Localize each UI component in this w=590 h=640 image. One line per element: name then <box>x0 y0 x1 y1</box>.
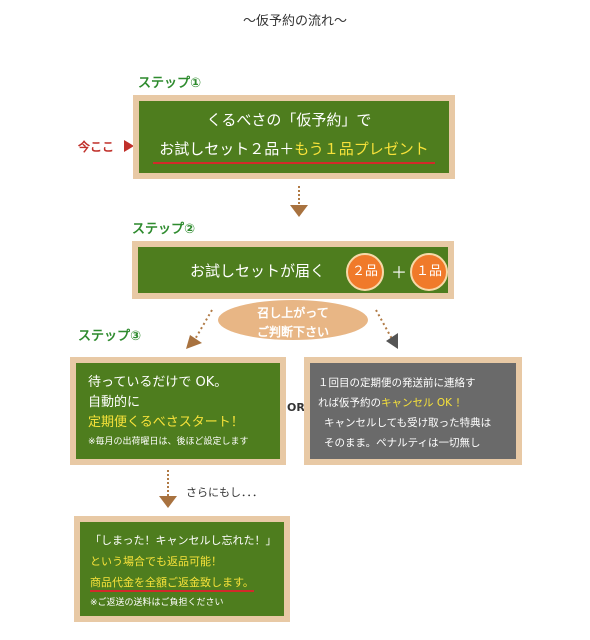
step2-board: お試しセットが届く ２品 ＋ １品 <box>138 247 448 293</box>
step3-left-note: ※毎月の出荷曜日は、後ほど設定します <box>88 437 249 447</box>
further-line3: 商品代金を全額ご返金致します。 <box>90 576 254 592</box>
plus-sign: ＋ <box>391 263 408 282</box>
diagram-title: 〜仮予約の流れ〜 <box>242 14 347 29</box>
step2-label: ステップ② <box>132 222 196 237</box>
right-branch-arrowhead-icon <box>386 333 398 349</box>
step2-text: お試しセットが届く <box>190 262 326 280</box>
step1-line2-yellow: もう１品プレゼント <box>294 140 429 158</box>
step1-line2-white: お試しセット２品＋ <box>159 140 295 158</box>
decision-bubble: 召し上がって ご判断下さい <box>218 300 368 340</box>
step3-right-line2-yellow: キャンセル OK ！ <box>381 397 466 409</box>
further-board: 「しまった！キャンセルし忘れた！」 という場合でも返品可能！ 商品代金を全額ご返… <box>80 522 284 616</box>
right-branch-arrow-line <box>375 309 393 340</box>
step2-frame: お試しセットが届く ２品 ＋ １品 <box>132 241 454 299</box>
step3-right-line4: そのまま。ペナルティは一切無し <box>324 437 481 449</box>
step1-line1: くるべさの「仮予約」で <box>206 111 372 129</box>
step1-line2: お試しセット２品＋もう１品プレゼント <box>153 138 435 164</box>
step3-label: ステップ③ <box>78 329 142 344</box>
step3-right-board: １回目の定期便の発送前に連絡す れば仮予約のキャンセル OK ！ キャンセルして… <box>310 363 516 459</box>
step3-right-line3: キャンセルしても受け取った特典は <box>324 417 492 429</box>
badge-one-item: １品 <box>410 253 448 291</box>
step3-left-board: 待っているだけで OK。 自動的に 定期便くるべさスタート！ ※毎月の出荷曜日は… <box>76 363 280 459</box>
step3-left-line1: 待っているだけで OK。 <box>88 375 228 390</box>
further-note: ※ご返送の送料はご負担ください <box>90 598 224 608</box>
further-line3-wrap: 商品代金を全額ご返金致します。 <box>90 572 284 593</box>
step1-label: ステップ① <box>138 76 202 91</box>
bubble-line1: 召し上がって <box>257 306 329 320</box>
arrow-shaft-1 <box>298 186 300 204</box>
step3-left-line2: 自動的に <box>88 395 141 410</box>
here-label: 今ここ <box>78 140 115 154</box>
bubble-line2: ご判断下さい <box>256 325 329 339</box>
step1-board: くるべさの「仮予約」で お試しセット２品＋もう１品プレゼント <box>139 101 449 173</box>
step3-right-line1: １回目の定期便の発送前に連絡す <box>318 377 476 389</box>
left-branch-arrow-line <box>193 309 213 342</box>
arrow-down-icon <box>290 205 308 217</box>
arrow-shaft-2 <box>167 470 169 496</box>
step3-right-line2: れば仮予約のキャンセル OK ！ <box>318 393 516 413</box>
further-label: さらにもし．．． <box>186 486 263 499</box>
further-frame: 「しまった！キャンセルし忘れた！」 という場合でも返品可能！ 商品代金を全額ご返… <box>74 516 290 622</box>
further-line1: 「しまった！キャンセルし忘れた！」 <box>90 534 277 547</box>
arrow-down-icon-2 <box>159 496 177 508</box>
step3-right-frame: １回目の定期便の発送前に連絡す れば仮予約のキャンセル OK ！ キャンセルして… <box>304 357 522 465</box>
right-triangle-icon <box>124 140 135 152</box>
further-line2: という場合でも返品可能！ <box>90 555 222 568</box>
step1-frame: くるべさの「仮予約」で お試しセット２品＋もう１品プレゼント <box>133 95 455 179</box>
badge-two-items: ２品 <box>346 253 384 291</box>
branch-arrows <box>186 309 398 349</box>
step3-left-line3: 定期便くるべさスタート！ <box>88 415 244 430</box>
here-marker: 今ここ <box>78 138 135 155</box>
step3-right-line2-prefix: れば仮予約の <box>318 397 381 409</box>
step3-left-frame: 待っているだけで OK。 自動的に 定期便くるべさスタート！ ※毎月の出荷曜日は… <box>70 357 286 465</box>
left-branch-arrowhead-icon <box>186 335 202 349</box>
or-label: OR <box>287 401 305 414</box>
